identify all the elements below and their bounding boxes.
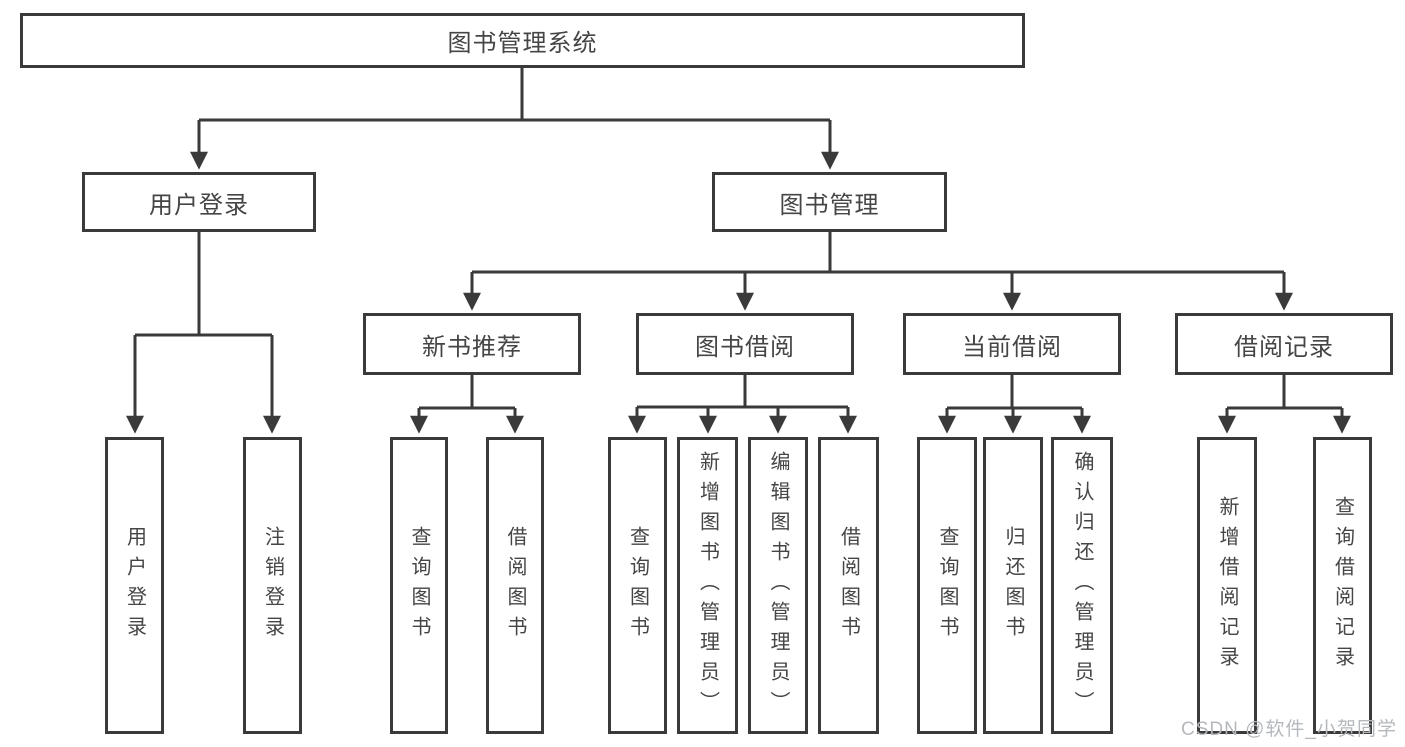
node-label: 查询借阅记录: [1331, 495, 1354, 676]
leaf-borrow-books-recommend: 借阅图书: [486, 437, 544, 734]
node-label: 查询图书: [936, 525, 958, 646]
node-label: 注销登录: [261, 525, 284, 646]
leaf-query-books-current: 查询图书: [917, 437, 977, 734]
leaf-logout: 注销登录: [243, 437, 302, 734]
node-label: 借阅记录: [1234, 333, 1334, 361]
leaf-edit-book-admin: 编辑图书（管理员）: [748, 437, 808, 734]
node-label: 图书借阅: [695, 333, 795, 361]
connector-group: [126, 68, 1351, 434]
node-label: 用户登录: [149, 191, 249, 219]
node-current-borrowing: 当前借阅: [903, 313, 1121, 375]
leaf-return-books: 归还图书: [983, 437, 1043, 734]
leaf-add-book-admin: 新增图书（管理员）: [677, 437, 738, 734]
leaf-add-borrow-record: 新增借阅记录: [1197, 437, 1257, 734]
node-library-management-system: 图书管理系统: [20, 13, 1025, 68]
node-label: 查询图书: [408, 525, 430, 646]
node-new-book-recommendation: 新书推荐: [363, 313, 581, 375]
node-label: 归还图书: [1002, 525, 1024, 646]
leaf-user-login: 用户登录: [105, 437, 164, 734]
leaf-query-books-borrowing: 查询图书: [608, 437, 667, 734]
node-label: 新书推荐: [422, 333, 522, 361]
node-borrowing-records: 借阅记录: [1175, 313, 1393, 375]
node-label: 确认归还（管理员）: [1071, 450, 1093, 721]
node-book-management: 图书管理: [712, 172, 947, 232]
node-label: 查询图书: [626, 525, 649, 646]
node-user-login: 用户登录: [82, 172, 316, 232]
leaf-query-books-recommend: 查询图书: [390, 437, 448, 734]
node-label: 编辑图书（管理员）: [767, 450, 789, 721]
node-label: 图书管理: [779, 191, 880, 219]
node-label: 借阅图书: [837, 525, 860, 646]
leaf-confirm-return-admin: 确认归还（管理员）: [1051, 437, 1113, 734]
csdn-watermark: CSDN @软件_小贺同学: [1181, 719, 1397, 740]
node-book-borrowing: 图书借阅: [636, 313, 854, 375]
node-label: 新增借阅记录: [1216, 495, 1238, 676]
node-label: 借阅图书: [504, 525, 526, 646]
node-label: 当前借阅: [962, 333, 1062, 361]
node-label: 用户登录: [123, 525, 146, 646]
leaf-query-borrow-record: 查询借阅记录: [1313, 437, 1372, 734]
node-label: 新增图书（管理员）: [696, 450, 719, 721]
node-label: 图书管理系统: [447, 30, 598, 57]
leaf-borrow-books-borrowing: 借阅图书: [818, 437, 879, 734]
